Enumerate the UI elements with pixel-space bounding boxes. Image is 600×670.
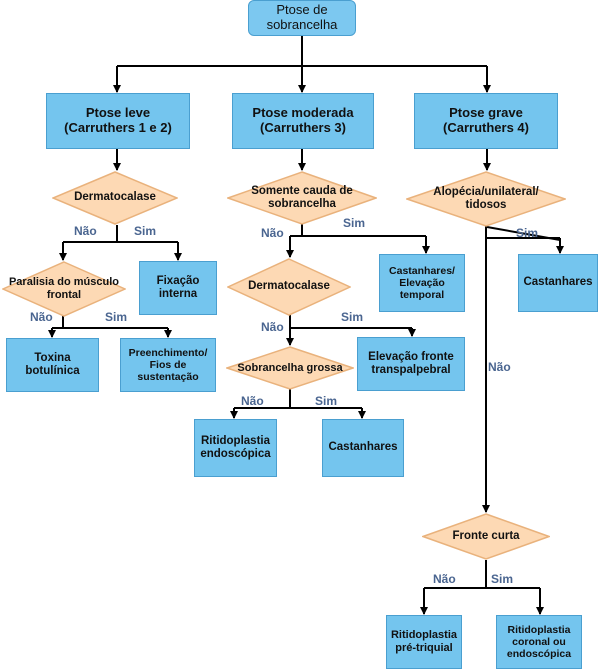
decision-dermatochalasis-moderate: Dermatocalase — [227, 258, 351, 316]
pretrichial-box: Ritidoplastia pré-triquial — [386, 615, 462, 669]
diamond-shape — [2, 261, 126, 317]
castanhares-temporal-box: Castanhares/ Elevação temporal — [379, 254, 465, 312]
severe-ptosis-label: Ptose grave (Carruthers 4) — [443, 105, 529, 135]
decision-frontalis-palsy-label: Paralisia do músculo frontal — [8, 276, 120, 301]
branch-yes-label: Sim — [105, 310, 128, 324]
diamond-shape — [226, 346, 354, 390]
filler-threads-label: Preenchimento/ Fios de sustentação — [128, 346, 208, 384]
decision-dermatochalasis-mild-label: Dermatocalase — [74, 191, 156, 204]
branch-no-label: Não — [433, 572, 456, 586]
botox-label: Toxina botulínica — [25, 351, 80, 377]
castanhares-severe-label: Castanhares — [523, 276, 593, 289]
decision-thick-brow: Sobrancelha grossa — [226, 346, 354, 390]
branch-no-label: Não — [261, 320, 284, 334]
mild-ptosis-label: Ptose leve (Carruthers 1 e 2) — [64, 105, 172, 135]
filler-threads-box: Preenchimento/ Fios de sustentação — [120, 338, 216, 392]
decision-dermatochalasis-moderate-label: Dermatocalase — [248, 280, 330, 293]
coronal-endoscopic-label: Ritidoplastia coronal ou endoscópica — [506, 623, 572, 661]
botox-box: Toxina botulínica — [6, 338, 99, 392]
decision-tail-only-label: Somente cauda de sobrancelha — [251, 184, 353, 210]
diamond-shape — [227, 258, 351, 316]
coronal-endoscopic-box: Ritidoplastia coronal ou endoscópica — [496, 615, 582, 669]
castanhares-severe-box: Castanhares — [518, 254, 598, 312]
root-node: Ptose de sobrancelha — [248, 0, 356, 36]
branch-no-label: Não — [261, 226, 284, 240]
branch-no-label: Não — [30, 310, 53, 324]
decision-dermatochalasis-mild: Dermatocalase — [52, 171, 178, 225]
diamond-shape — [422, 513, 550, 560]
endoscopic-ritidoplasty-label: Ritidoplastia endoscópica — [200, 434, 271, 460]
branch-yes-label: Sim — [341, 310, 364, 324]
transpalpebral-label: Elevação fronte transpalpebral — [368, 350, 454, 376]
transpalpebral-box: Elevação fronte transpalpebral — [357, 337, 465, 391]
branch-no-label: Não — [488, 360, 511, 374]
decision-tail-only: Somente cauda de sobrancelha — [227, 171, 377, 225]
branch-yes-label: Sim — [343, 216, 366, 230]
decision-alopecia: Alopécia/unilateral/ tidosos — [406, 171, 566, 227]
diamond-shape — [52, 171, 178, 225]
decision-alopecia-label: Alopécia/unilateral/ tidosos — [433, 185, 539, 211]
diamond-shape — [406, 171, 566, 227]
mild-ptosis-box: Ptose leve (Carruthers 1 e 2) — [46, 93, 190, 149]
castanhares-moderate-box: Castanhares — [322, 419, 404, 477]
decision-thick-brow-label: Sobrancelha grossa — [237, 361, 343, 374]
decision-short-forehead-label: Fronte curta — [452, 529, 520, 542]
moderate-ptosis-box: Ptose moderada (Carruthers 3) — [232, 93, 374, 149]
moderate-ptosis-label: Ptose moderada (Carruthers 3) — [252, 105, 354, 135]
pretrichial-label: Ritidoplastia pré-triquial — [390, 629, 457, 654]
castanhares-moderate-label: Castanhares — [328, 441, 398, 454]
severe-ptosis-box: Ptose grave (Carruthers 4) — [414, 93, 558, 149]
diamond-shape — [227, 171, 377, 225]
decision-frontalis-palsy: Paralisia do músculo frontal — [2, 261, 126, 317]
root-node-label: Ptose de sobrancelha — [266, 2, 338, 32]
branch-yes-label: Sim — [516, 226, 539, 240]
branch-no-label: Não — [74, 224, 97, 238]
castanhares-temporal-label: Castanhares/ Elevação temporal — [389, 264, 455, 302]
branch-no-label: Não — [241, 394, 264, 408]
internal-fixation-label: Fixação interna — [156, 274, 200, 300]
endoscopic-ritidoplasty-box: Ritidoplastia endoscópica — [194, 419, 277, 477]
branch-yes-label: Sim — [134, 224, 157, 238]
branch-yes-label: Sim — [315, 394, 338, 408]
decision-short-forehead: Fronte curta — [422, 513, 550, 560]
internal-fixation-box: Fixação interna — [139, 261, 217, 315]
branch-yes-label: Sim — [491, 572, 514, 586]
